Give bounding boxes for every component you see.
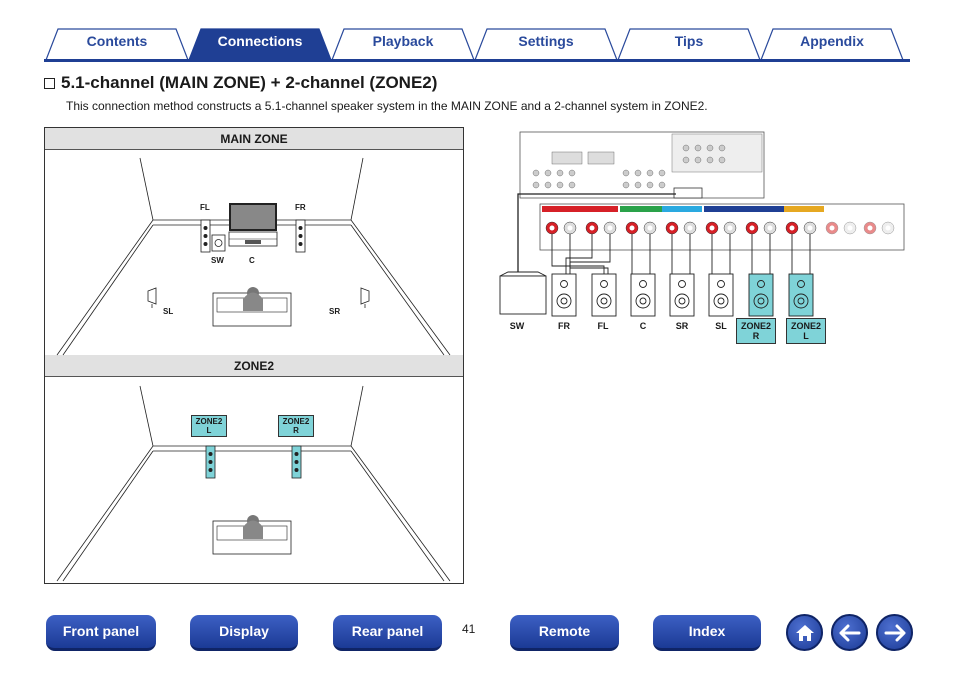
label-fl: FL bbox=[200, 203, 210, 212]
index-button[interactable]: Index bbox=[653, 615, 761, 651]
tab-shapes bbox=[45, 28, 904, 61]
diagram-label-sr: SR bbox=[675, 321, 689, 331]
room-layout: MAIN ZONE ZONE2 bbox=[44, 127, 464, 584]
diagram-label-fr: FR bbox=[558, 321, 570, 331]
front-panel-button[interactable]: Front panel bbox=[46, 615, 156, 651]
receiver-drawing bbox=[499, 131, 905, 317]
tab-playback[interactable]: Playback bbox=[372, 33, 434, 49]
display-button[interactable]: Display bbox=[190, 615, 298, 651]
label-sr: SR bbox=[329, 307, 341, 316]
tab-rule bbox=[44, 59, 910, 62]
page-number: 41 bbox=[462, 622, 476, 636]
zone2-right-tag: ZONE2 R bbox=[278, 415, 314, 437]
page-title: 5.1-channel (MAIN ZONE) + 2-channel (ZON… bbox=[44, 73, 437, 93]
page-title-text: 5.1-channel (MAIN ZONE) + 2-channel (ZON… bbox=[61, 73, 438, 92]
page-description: This connection method constructs a 5.1-… bbox=[66, 99, 708, 113]
label-sl: SL bbox=[163, 307, 174, 316]
diagram-label-fl: FL bbox=[597, 321, 609, 331]
arrow-left-icon bbox=[839, 624, 860, 641]
home-button[interactable] bbox=[786, 614, 823, 651]
zone2-header: ZONE2 bbox=[45, 355, 463, 377]
diagram-zone2-l-tag: ZONE2 L bbox=[786, 318, 826, 344]
tab-tips[interactable]: Tips bbox=[674, 33, 704, 49]
home-icon bbox=[795, 624, 814, 641]
zone2-left-tag: ZONE2 L bbox=[191, 415, 227, 437]
forward-button[interactable] bbox=[876, 614, 913, 651]
tab-connections[interactable]: Connections bbox=[217, 33, 303, 49]
tab-bar: Contents Connections Playback Settings T… bbox=[44, 26, 910, 62]
label-c: C bbox=[249, 256, 255, 265]
connection-diagram: SW FR FL C SR SL ZONE2 R ZONE2 L bbox=[496, 128, 908, 348]
label-sw: SW bbox=[211, 256, 224, 265]
diagram-zone2-r-tag: ZONE2 R bbox=[736, 318, 776, 344]
tab-appendix[interactable]: Appendix bbox=[800, 33, 864, 49]
diagram-label-c: C bbox=[639, 321, 647, 331]
diagram-label-sw: SW bbox=[509, 321, 525, 331]
arrow-right-icon bbox=[884, 624, 905, 641]
rear-panel-button[interactable]: Rear panel bbox=[333, 615, 442, 651]
room-drawing bbox=[56, 157, 451, 582]
remote-button[interactable]: Remote bbox=[510, 615, 619, 651]
tab-settings[interactable]: Settings bbox=[518, 33, 574, 49]
label-fr: FR bbox=[295, 203, 306, 212]
checkbox-icon bbox=[44, 77, 55, 89]
back-button[interactable] bbox=[831, 614, 868, 651]
tab-contents[interactable]: Contents bbox=[86, 33, 148, 49]
diagram-label-sl: SL bbox=[715, 321, 727, 331]
main-zone-header: MAIN ZONE bbox=[45, 128, 463, 150]
